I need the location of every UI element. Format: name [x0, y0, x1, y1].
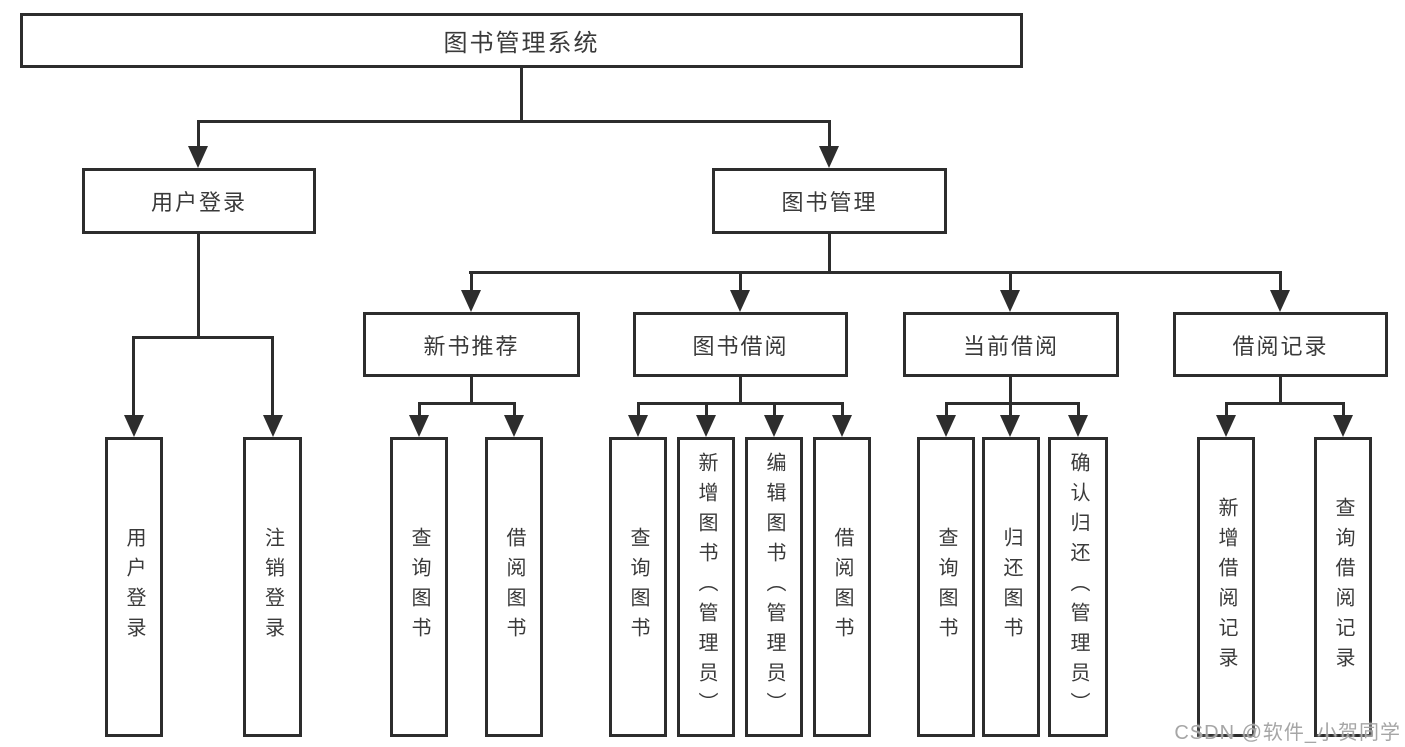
connector-drop-user-login	[197, 120, 200, 148]
arrowhead-leaf-user-login	[124, 415, 144, 437]
node-bb-borrow-book-label: 借阅图书	[831, 527, 853, 647]
connector-drop-leaf-user-login	[132, 336, 135, 416]
arrowhead-current-borrow	[1000, 290, 1020, 312]
connector-br-bar	[1225, 402, 1344, 405]
connector-user-login-bar	[132, 336, 274, 339]
arrowhead-bb-add	[696, 415, 716, 437]
node-rec-borrow-book-label: 借阅图书	[503, 527, 525, 647]
node-cb-query-book-label: 查询图书	[935, 527, 957, 647]
connector-drop-current-borrow	[1009, 271, 1012, 291]
arrowhead-book-borrow	[730, 290, 750, 312]
node-cb-query-book: 查询图书	[917, 437, 975, 737]
arrowhead-rec-query	[409, 415, 429, 437]
connector-cb-bar	[945, 402, 1079, 405]
connector-level3-bar	[469, 271, 1282, 274]
node-cb-confirm-return: 确认归还（管理员）	[1048, 437, 1108, 737]
arrowhead-user-login	[188, 146, 208, 168]
node-book-borrow: 图书借阅	[633, 312, 848, 377]
connector-bb-bar	[637, 402, 843, 405]
arrowhead-cb-query	[936, 415, 956, 437]
node-cb-return-book-label: 归还图书	[1000, 527, 1022, 647]
connector-drop-new-book-rec	[470, 271, 473, 291]
node-cb-return-book: 归还图书	[982, 437, 1040, 737]
arrowhead-bb-edit	[764, 415, 784, 437]
connector-drop-book-borrow	[739, 271, 742, 291]
node-cb-confirm-return-label: 确认归还（管理员）	[1067, 452, 1089, 722]
node-leaf-logout: 注销登录	[243, 437, 302, 737]
arrowhead-bb-query	[628, 415, 648, 437]
node-book-mgmt: 图书管理	[712, 168, 947, 234]
node-borrow-record: 借阅记录	[1173, 312, 1388, 377]
node-rec-query-book: 查询图书	[390, 437, 448, 737]
connector-drop-leaf-logout	[271, 336, 274, 416]
node-new-book-rec: 新书推荐	[363, 312, 580, 377]
arrowhead-book-mgmt	[819, 146, 839, 168]
connector-user-login-stem	[197, 233, 200, 337]
connector-drop-borrow-record	[1279, 271, 1282, 291]
node-leaf-user-login: 用户登录	[105, 437, 163, 737]
arrowhead-br-query	[1333, 415, 1353, 437]
node-bb-add-book: 新增图书（管理员）	[677, 437, 735, 737]
connector-br-stem	[1279, 376, 1282, 404]
connector-drop-rec-borrow	[513, 402, 516, 418]
connector-level1-bar	[197, 120, 831, 123]
connector-rec-stem	[470, 376, 473, 404]
node-bb-edit-book: 编辑图书（管理员）	[745, 437, 803, 737]
node-br-query-record: 查询借阅记录	[1314, 437, 1372, 737]
node-root: 图书管理系统	[20, 13, 1023, 68]
connector-bb-stem	[739, 376, 742, 404]
connector-rec-bar	[418, 402, 516, 405]
connector-drop-cb-query	[945, 402, 948, 418]
arrowhead-br-add	[1216, 415, 1236, 437]
node-leaf-logout-label: 注销登录	[261, 527, 284, 647]
node-rec-query-book-label: 查询图书	[408, 527, 430, 647]
arrowhead-cb-confirm	[1068, 415, 1088, 437]
arrowhead-borrow-record	[1270, 290, 1290, 312]
connector-drop-bb-query	[637, 402, 640, 418]
connector-drop-br-add	[1225, 402, 1228, 418]
connector-drop-cb-confirm	[1077, 402, 1080, 418]
node-current-borrow: 当前借阅	[903, 312, 1119, 377]
node-bb-query-book-label: 查询图书	[627, 527, 649, 647]
node-rec-borrow-book: 借阅图书	[485, 437, 543, 737]
node-br-add-record: 新增借阅记录	[1197, 437, 1255, 737]
arrowhead-cb-return	[1000, 415, 1020, 437]
node-bb-borrow-book: 借阅图书	[813, 437, 871, 737]
node-bb-add-book-label: 新增图书（管理员）	[695, 452, 717, 722]
connector-root-stem	[520, 66, 523, 122]
node-leaf-user-login-label: 用户登录	[123, 527, 145, 647]
connector-cb-stem	[1009, 376, 1012, 404]
connector-drop-book-mgmt	[828, 120, 831, 148]
connector-book-mgmt-stem	[828, 233, 831, 273]
connector-drop-cb-return	[1009, 402, 1012, 418]
connector-drop-bb-borrow	[841, 402, 844, 418]
connector-drop-bb-edit	[773, 402, 776, 418]
node-user-login: 用户登录	[82, 168, 316, 234]
connector-drop-bb-add	[705, 402, 708, 418]
node-bb-edit-book-label: 编辑图书（管理员）	[763, 452, 785, 722]
node-br-query-record-label: 查询借阅记录	[1332, 497, 1354, 677]
arrowhead-bb-borrow	[832, 415, 852, 437]
arrowhead-new-book-rec	[461, 290, 481, 312]
csdn-watermark: CSDN @软件_小贺同学	[1174, 722, 1401, 744]
node-br-add-record-label: 新增借阅记录	[1215, 497, 1237, 677]
arrowhead-rec-borrow	[504, 415, 524, 437]
arrowhead-leaf-logout	[263, 415, 283, 437]
node-bb-query-book: 查询图书	[609, 437, 667, 737]
connector-drop-br-query	[1342, 402, 1345, 418]
connector-drop-rec-query	[418, 402, 421, 418]
